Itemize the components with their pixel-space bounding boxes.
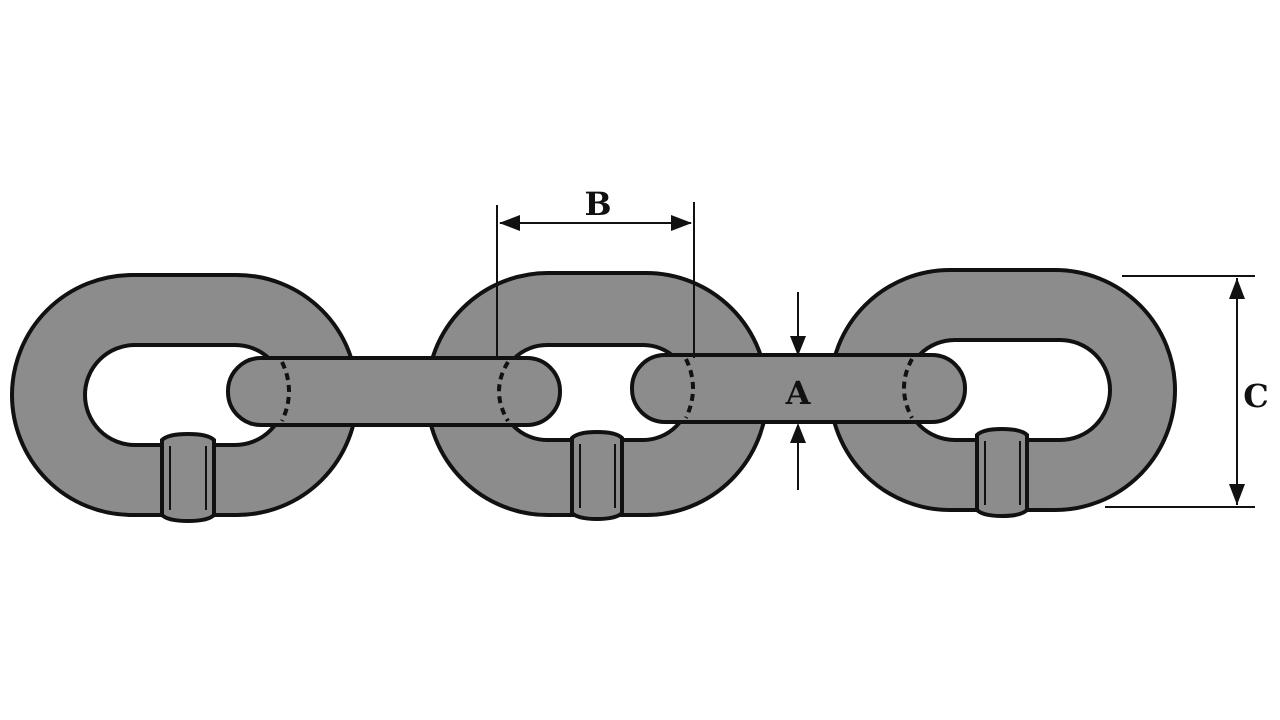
label-c: C — [1243, 377, 1268, 415]
dimension-a: A — [785, 292, 812, 490]
label-a: A — [785, 374, 812, 412]
arrow-down-icon — [1229, 484, 1245, 505]
arrow-left-icon — [499, 215, 520, 231]
arrow-up-icon — [1229, 278, 1245, 299]
dimension-b: B — [496, 185, 695, 360]
arrow-down-icon — [790, 336, 806, 356]
side-link-1 — [226, 356, 562, 427]
weld-1 — [160, 431, 216, 524]
weld-3 — [975, 426, 1029, 519]
weld-2 — [570, 429, 624, 522]
arrow-up-icon — [790, 423, 806, 443]
arrow-right-icon — [671, 215, 692, 231]
side-link-2 — [630, 353, 967, 424]
label-b: B — [584, 185, 611, 223]
dimension-c: C — [1105, 275, 1269, 508]
